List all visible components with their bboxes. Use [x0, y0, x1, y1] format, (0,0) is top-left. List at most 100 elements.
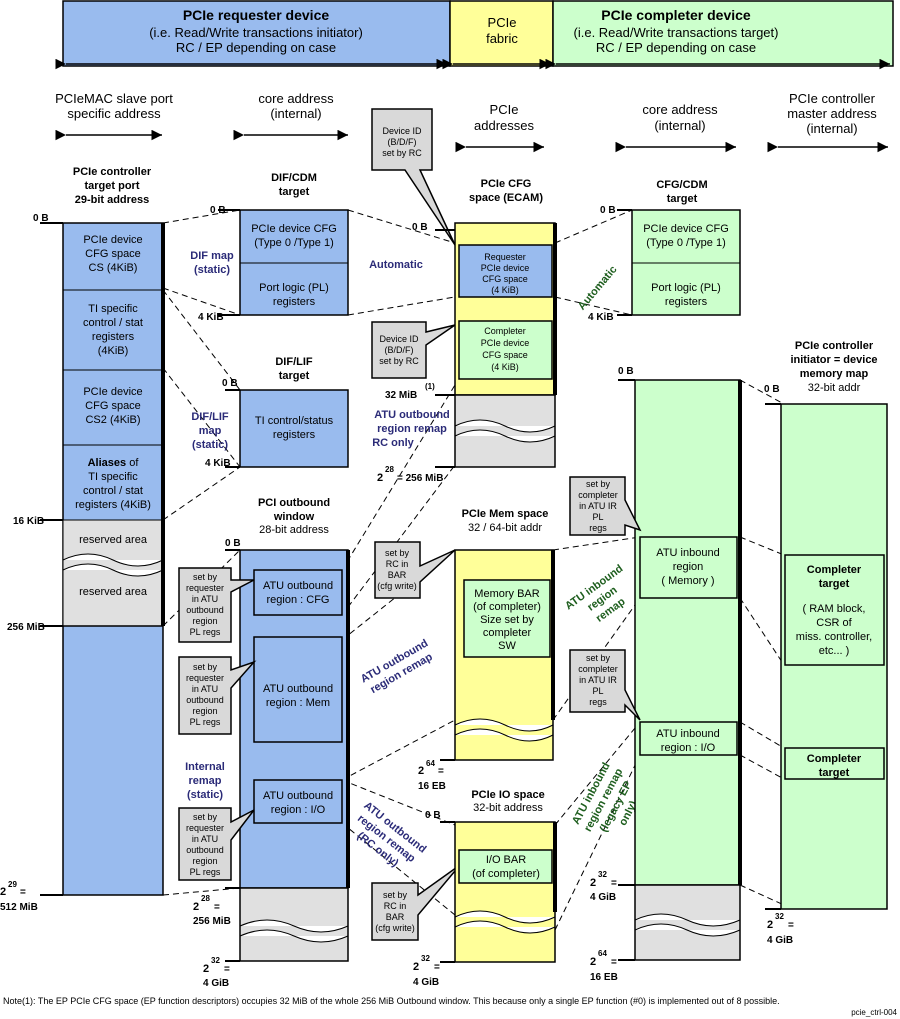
aliases-3: control / stat — [83, 485, 143, 497]
address-domain-labels: PCIeMAC slave port specific address core… — [55, 91, 877, 136]
ecam-end-exp: 28 — [385, 465, 394, 474]
pci-outbound-sub: 28-bit address — [259, 524, 329, 536]
target-port-end-exp: 29 — [8, 880, 17, 889]
cfg-cdm-cfg-2: (Type 0 /Type 1) — [646, 237, 725, 249]
mem-end-pow: 2 — [418, 765, 424, 777]
initiator-title-2: initiator = device — [790, 354, 877, 366]
req-note-cfg-1: set by — [193, 572, 218, 582]
ecam-title-1: PCIe CFG — [481, 178, 532, 190]
io-bar-2: (of completer) — [472, 868, 540, 880]
inbound-end-exp: 32 — [598, 870, 607, 879]
dif-cdm-pl-2: registers — [273, 296, 316, 308]
dif-lif-bottom: 4 KiB — [205, 458, 231, 469]
completer-target2-2: target — [819, 767, 850, 779]
completer-target-1: Completer — [807, 564, 862, 576]
devid-top-2: (B/D/F) — [388, 137, 417, 147]
atu-in-mem-label: ATU inbound region remap — [563, 563, 628, 625]
requester-note-cfg: set by requester in ATU outbound region … — [178, 567, 255, 643]
cmp-cfg-1: Completer — [484, 326, 526, 336]
req-note-io-3: in ATU — [192, 834, 218, 844]
dif-cdm-bottom: 4 KiB — [198, 312, 224, 323]
reserved-area-1: reserved area — [79, 534, 148, 546]
cmp-note-mem-3: in ATU IR — [579, 501, 617, 511]
slave-port-label-1: PCIeMAC slave port — [55, 91, 173, 106]
target-port-title-2: target port — [85, 180, 140, 192]
completer-desc-2: CSR of — [816, 617, 852, 629]
reserved-area-2: reserved area — [79, 586, 148, 598]
mem-space-title: PCIe Mem space — [462, 508, 549, 520]
mem-bar-1: Memory BAR — [474, 588, 539, 600]
core-right-label-1: core address — [642, 102, 718, 117]
req-cfg-1: Requester — [484, 252, 526, 262]
aliases-4: registers (4KiB) — [75, 499, 151, 511]
req-note-cfg-6: PL regs — [190, 627, 221, 637]
target-port-end-eq: = — [20, 887, 26, 898]
dif-lif-map-3: (static) — [192, 439, 228, 451]
cmp-note-mem-4: PL — [592, 512, 603, 522]
cfg-cs-3: CS (4KiB) — [89, 262, 138, 274]
ti-specific-4: (4KiB) — [98, 345, 129, 357]
cmp-cfg-2: PCIe device — [481, 338, 530, 348]
mem-end-exp: 64 — [426, 759, 435, 768]
cfg-cdm-title-1: CFG/CDM — [656, 179, 707, 191]
aliases-rest: of — [126, 457, 139, 469]
req-note-mem-3: in ATU — [192, 684, 218, 694]
dif-cdm-pl-1: Port logic (PL) — [259, 282, 329, 294]
completer-desc-4: etc... ) — [819, 645, 850, 657]
master-addr-label-1: PCIe controller — [789, 91, 876, 106]
cfg-cs-1: PCIe device — [83, 234, 142, 246]
device-id-note-bottom: Device ID (B/D/F) set by RC — [371, 321, 456, 379]
rc-bar-io-3: BAR — [386, 912, 405, 922]
cfg-cs2-1: PCIe device — [83, 386, 142, 398]
io-end-eq: = — [434, 962, 440, 973]
dif-cdm-top: 0 B — [210, 205, 226, 216]
dif-lif-map-1: DIF/LIF — [191, 411, 229, 423]
initiator-end-exp: 32 — [775, 912, 784, 921]
initiator-top: 0 B — [764, 384, 780, 395]
rc-bar-note-mem: set by RC in BAR (cfg write) — [374, 541, 456, 599]
pci-outbound-end2-eq: = — [224, 964, 230, 975]
in-mem-3: ( Memory ) — [661, 575, 714, 587]
cfg-cs-2: CFG space — [85, 248, 141, 260]
atu-out-io-label: ATU outbound region remap (RC only) — [355, 800, 429, 870]
ecam-top: 0 B — [412, 222, 428, 233]
target-port-labels: 0 B 16 KiB 256 MiB 2 29 = 512 MiB — [0, 213, 49, 913]
pcie-io-space: PCIe IO space 32-bit address 0 B I/O BAR… — [413, 789, 557, 988]
completer-desc-1: ( RAM block, — [803, 603, 866, 615]
header-fabric: PCIe fabric — [449, 0, 554, 67]
pci-outbound-end-val: 256 MiB — [193, 916, 231, 927]
dif-lif-target: DIF/LIF target 0 B 4 KiB TI control/stat… — [205, 356, 349, 469]
inbound-end2-pow: 2 — [590, 956, 596, 968]
completer-desc-3: miss. controller, — [796, 631, 872, 643]
domain-arrows — [55, 129, 888, 153]
aliases-line: Aliases of — [88, 457, 140, 469]
pci-outbound-end-exp: 28 — [201, 894, 210, 903]
out-cfg-2: region : CFG — [267, 594, 330, 606]
mem-bar-2: (of completer) — [473, 601, 541, 613]
requester-note-mem: set by requester in ATU outbound region … — [178, 656, 257, 735]
ti-specific-1: TI specific — [88, 303, 138, 315]
completer-note-io: set by completer in ATU IR PL regs — [569, 649, 641, 721]
req-note-mem-6: PL regs — [190, 717, 221, 727]
fabric-line1: PCIe — [488, 15, 517, 30]
pci-outbound-end2-exp: 32 — [211, 956, 220, 965]
dif-lif-top: 0 B — [222, 378, 238, 389]
devid-top-1: Device ID — [382, 126, 422, 136]
inbound-top: 0 B — [618, 366, 634, 377]
completer-note-mem: set by completer in ATU IR PL regs — [569, 476, 642, 536]
cmp-note-io-1: set by — [586, 653, 611, 663]
ti-specific-2: control / stat — [83, 317, 143, 329]
cmp-note-io-4: PL — [592, 686, 603, 696]
target-port-end-val: 512 MiB — [0, 902, 38, 913]
in-mem-2: region — [673, 561, 704, 573]
ti-specific-3: registers — [92, 331, 135, 343]
dif-cdm-cfg-2: (Type 0 /Type 1) — [254, 237, 333, 249]
requester-note-io: set by requester in ATU outbound region … — [178, 807, 255, 881]
header-requester: PCIe requester device (i.e. Read/Write t… — [62, 0, 451, 67]
dif-lif-title-1: DIF/LIF — [275, 356, 313, 368]
io-end-exp: 32 — [421, 954, 430, 963]
in-io-2: region : I/O — [661, 742, 716, 754]
ecam-32mib: 32 MiB — [385, 390, 417, 401]
dif-cdm-title-2: target — [279, 186, 310, 198]
atu-out-rc-3: RC only — [372, 437, 414, 449]
